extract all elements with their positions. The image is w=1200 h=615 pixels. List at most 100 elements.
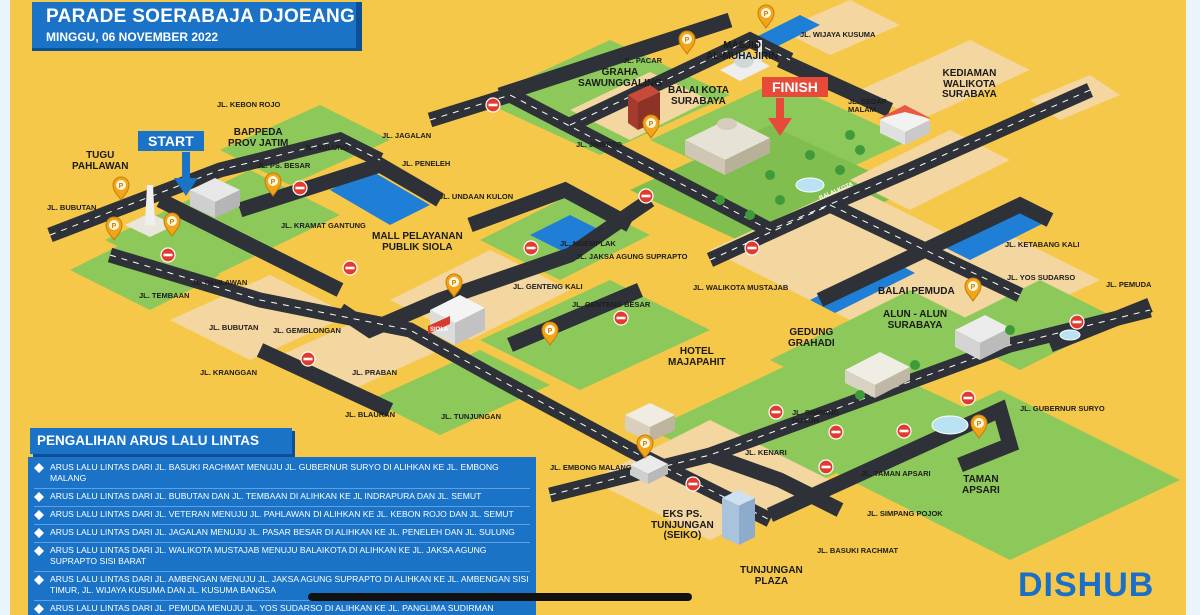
no-entry-icon: [960, 390, 976, 406]
trees: [715, 130, 1015, 400]
street-label: JL. KRAMAT GANTUNG: [281, 221, 366, 230]
legend-item-text: ARUS LALU LINTAS DARI JL. VETERAN MENUJU…: [50, 509, 514, 519]
diamond-icon: [34, 546, 44, 556]
grahadi-building: [845, 352, 910, 398]
street-label: JL. PRABAN: [352, 368, 398, 377]
landmark-graha: GRAHA SAWUNGGALING: [578, 67, 662, 89]
no-entry-icon: [685, 476, 701, 492]
legend-item: ARUS LALU LINTAS DARI JL. WALIKOTA MUSTA…: [34, 543, 530, 572]
landmark-eks: EKS PS. TUNJUNGAN (SEIKO): [651, 509, 714, 541]
parking-icon: [757, 4, 775, 29]
street-label: JL. BUBUTAN: [47, 203, 97, 212]
siola-sign: SIOLA: [430, 327, 449, 333]
taman-fountain: [795, 177, 1081, 435]
balai-kota-building: [685, 118, 770, 175]
kediaman-building: [878, 105, 932, 145]
siola-building: [430, 295, 485, 345]
street-label: JL. PEMUDA: [1106, 280, 1152, 289]
horizontal-scrollbar[interactable]: [308, 593, 692, 601]
street-label: JL. BLAURAN: [345, 410, 395, 419]
dishub-logo: DISHUB: [1018, 566, 1155, 604]
landmark-hotel: HOTEL MAJAPAHIT: [668, 346, 726, 368]
landmark-taman: TAMAN APSARI: [962, 474, 1000, 496]
street-label: JL. JAGALAN: [382, 131, 432, 140]
street-label: JL. YOS SUDARSO: [1007, 273, 1076, 282]
legend-item: ARUS LALU LINTAS DARI JL. JAGALAN MENUJU…: [34, 525, 530, 543]
street-label: JL. JAKSA AGUNG SUPRAPTO: [576, 252, 688, 261]
legend-item: ARUS LALU LINTAS DARI JL. BASUKI RACHMAT…: [34, 460, 530, 489]
street-label: JL. TUNJUNGAN: [441, 412, 502, 421]
street-label: JL. SEDAP MALAM: [848, 97, 887, 114]
finish-marker: FINISH: [762, 77, 828, 97]
landmark-balai-kota: BALAI KOTA SURABAYA: [668, 85, 729, 107]
street-label: JL. PS. BESAR: [257, 161, 311, 170]
no-entry-icon: [828, 424, 844, 440]
no-entry-icon: [744, 240, 760, 256]
legend-item-text: ARUS LALU LINTAS DARI JL. PEMUDA MENUJU …: [50, 603, 494, 613]
finish-arrow-icon: [768, 98, 792, 136]
diamond-icon: [34, 463, 44, 473]
no-entry-icon: [300, 351, 316, 367]
diamond-icon: [34, 604, 44, 614]
street-label: JL. KENARI: [745, 448, 787, 457]
landmark-alun-alun: ALUN - ALUN SURABAYA: [883, 309, 948, 331]
landmark-balai-pemuda: BALAI PEMUDA: [878, 286, 955, 297]
no-entry-icon: [896, 423, 912, 439]
diamond-icon: [34, 575, 44, 585]
landmark-plaza: TUNJUNGAN PLAZA: [740, 565, 803, 587]
legend-item-text: ARUS LALU LINTAS DARI JL. BUBUTAN DAN JL…: [50, 491, 482, 501]
diamond-icon: [34, 528, 44, 538]
legend-item: ARUS LALU LINTAS DARI JL. VETERAN MENUJU…: [34, 507, 530, 525]
street-label: JL. WALIKOTA MUSTAJAB: [693, 283, 789, 292]
legend-item-text: ARUS LALU LINTAS DARI JL. JAGALAN MENUJU…: [50, 527, 515, 537]
eks-building: [630, 455, 668, 484]
street-label: JL. GENTENG KALI: [513, 282, 583, 291]
legend-item: ARUS LALU LINTAS DARI JL. PEMUDA MENUJU …: [34, 601, 530, 615]
street-label: JL. GENTENG BESAR: [572, 300, 651, 309]
plaza-tower: [722, 490, 755, 545]
buildings: [125, 40, 1081, 545]
legend-title: PENGALIHAN ARUS LALU LINTAS: [30, 428, 292, 454]
street-label: JL. KETABANG KALI: [1005, 240, 1080, 249]
no-entry-icon: [1069, 314, 1085, 330]
diamond-icon: [34, 492, 44, 502]
street-label: JL. UNDAAN KULON: [439, 192, 514, 201]
landmark-masjid: MASJID AL-MUHAJIRIN: [706, 40, 779, 62]
bappeda-building: [190, 178, 240, 218]
start-arrow-icon: [174, 152, 198, 196]
landmark-grahadi: GEDUNG GRAHADI: [788, 327, 835, 349]
tugu-monument: [125, 185, 175, 237]
street-label: JL. TEMBAAN: [139, 291, 190, 300]
street-label: JL. PENELEH: [402, 159, 451, 168]
parking-icon: [642, 114, 660, 139]
street-label: JL. PAHLAWAN: [192, 278, 248, 287]
legend-item: ARUS LALU LINTAS DARI JL. BUBUTAN DAN JL…: [34, 489, 530, 507]
masjid-building: [720, 40, 770, 81]
legend-panel: ARUS LALU LINTAS DARI JL. BASUKI RACHMAT…: [28, 457, 536, 615]
no-entry-icon: [292, 180, 308, 196]
diamond-icon: [34, 510, 44, 520]
event-date: MINGGU, 06 NOVEMBER 2022: [46, 30, 219, 44]
street-label: JL. WIJAYA KUSUMA: [800, 30, 876, 39]
legend-item-text: ARUS LALU LINTAS DARI JL. AMBENGAN MENUJ…: [50, 574, 529, 595]
street-label: JL. NGEMPLAK: [560, 239, 616, 248]
landmark-kediaman: KEDIAMAN WALIKOTA SURABAYA: [942, 68, 997, 100]
street-label: JL. KRANGGAN: [200, 368, 258, 377]
start-marker: START: [138, 131, 204, 151]
alun-alun-building: [955, 315, 1010, 360]
no-entry-icon: [523, 240, 539, 256]
header-title-box: PARADE SOERABAJA DJOEANG MINGGU, 06 NOVE…: [32, 2, 362, 48]
street-label: JL. GEMBLONGAN: [273, 326, 341, 335]
no-entry-icon: [485, 97, 501, 113]
no-entry-icon: [768, 404, 784, 420]
no-entry-icon: [638, 188, 654, 204]
street-label: JL. KEBON ROJO: [217, 100, 281, 109]
street-label: JL. TAMAN APSARI: [861, 469, 931, 478]
street-label: JL. GUBERNUR SURYO: [1020, 404, 1105, 413]
page-title: PARADE SOERABAJA DJOEANG: [46, 6, 356, 27]
no-entry-icon: [342, 260, 358, 276]
street-label: JL. SIMPANG POJOK: [867, 509, 943, 518]
street-label: JL. PACAR: [623, 56, 663, 65]
street-label: JL. SIMPANG DUKUH: [792, 408, 840, 425]
